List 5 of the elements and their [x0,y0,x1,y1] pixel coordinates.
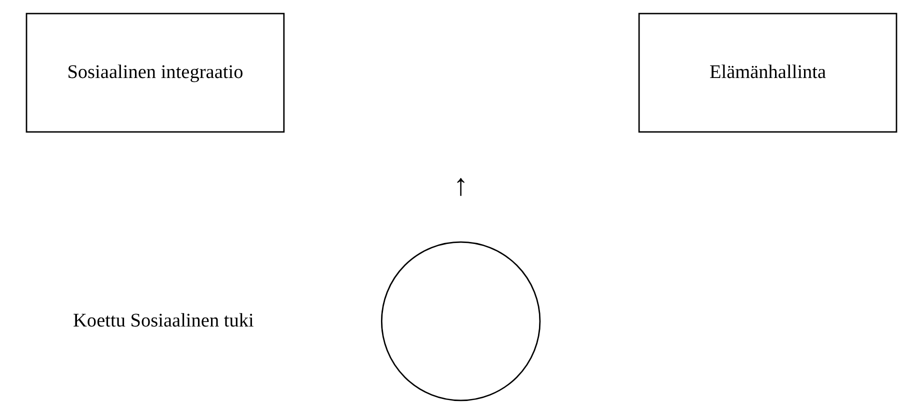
node-circle [380,241,540,402]
node-box: Elämänhallinta [638,12,897,133]
label: ↑ [452,168,468,202]
node-box: Sosiaalinen integraatio [25,12,284,133]
label: Koettu Sosiaalinen tuki [72,310,254,332]
